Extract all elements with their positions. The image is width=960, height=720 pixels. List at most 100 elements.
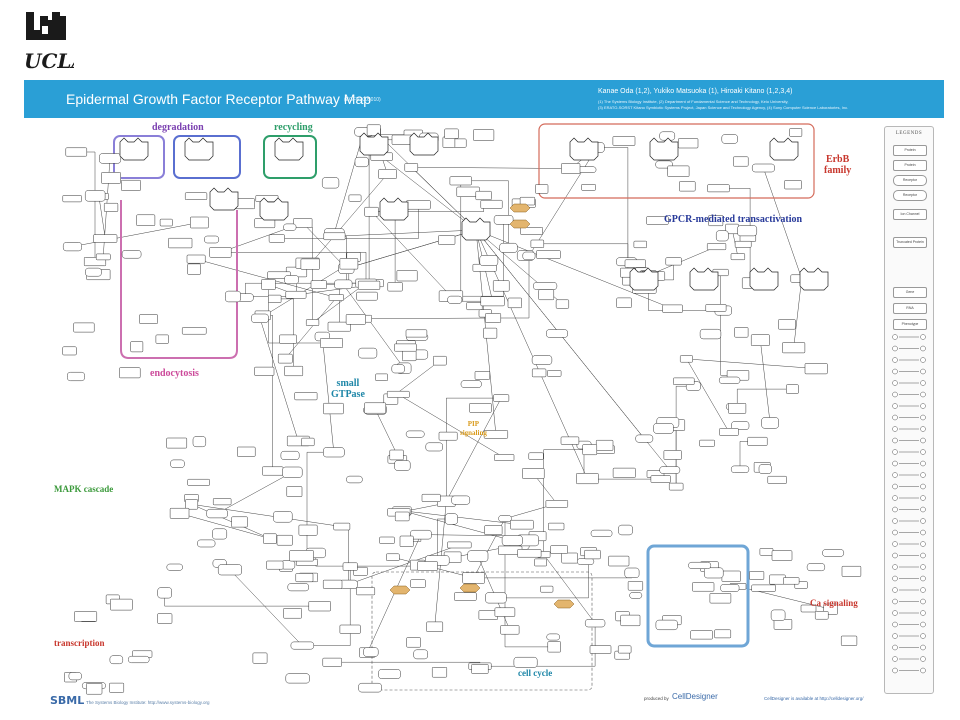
- protein-node: [305, 319, 320, 326]
- poster-banner: Epidermal Growth Factor Receptor Pathway…: [24, 80, 944, 118]
- protein-node: [67, 371, 85, 382]
- reaction-edge: [164, 592, 320, 607]
- protein-node: [483, 430, 509, 439]
- protein-node: [494, 454, 515, 461]
- protein-node: [679, 181, 696, 192]
- protein-node: [237, 446, 256, 457]
- reaction-edge: [322, 336, 335, 453]
- legend-symbol: [920, 552, 926, 559]
- protein-node: [616, 297, 632, 308]
- receptor-dimer-node: [379, 197, 409, 221]
- legend-symbol: [920, 518, 926, 524]
- protein-node: [485, 313, 502, 323]
- protein-node: [493, 394, 510, 402]
- protein-node: [293, 218, 313, 228]
- protein-node: [547, 370, 562, 377]
- legend-symbol: [892, 587, 898, 593]
- protein-node: [500, 625, 520, 635]
- reaction-edge: [302, 566, 351, 646]
- protein-node: [186, 254, 206, 264]
- cell-cycle-compartment: [371, 571, 593, 691]
- protein-nodes: [62, 124, 862, 695]
- reaction-edge: [285, 297, 337, 359]
- reaction-edge: [341, 526, 349, 585]
- protein-node: [719, 428, 739, 436]
- protein-node: [387, 282, 403, 292]
- reaction-edge: [401, 510, 522, 525]
- protein-node: [184, 192, 208, 200]
- protein-node: [62, 195, 82, 203]
- protein-node: [721, 134, 738, 144]
- protein-node: [751, 584, 776, 592]
- protein-node: [285, 290, 307, 299]
- protein-node: [469, 403, 492, 413]
- protein-node: [688, 561, 712, 569]
- protein-node: [749, 571, 765, 580]
- receptor-dimer-node: [461, 217, 491, 241]
- protein-node: [192, 436, 207, 448]
- protein-node: [378, 169, 397, 179]
- reaction-edge: [220, 252, 367, 284]
- protein-node: [679, 355, 693, 363]
- protein-node: [217, 564, 242, 576]
- protein-node: [254, 366, 275, 376]
- legend-symbol: [892, 460, 898, 467]
- logo-text: UCLA: [24, 49, 74, 72]
- legend-symbol: [892, 667, 898, 674]
- protein-node: [840, 635, 858, 646]
- protein-node: [85, 267, 102, 277]
- protein-node: [276, 534, 293, 546]
- protein-node: [396, 270, 418, 282]
- protein-node: [285, 673, 310, 684]
- protein-node: [663, 450, 682, 460]
- protein-node: [804, 363, 828, 375]
- protein-node: [68, 672, 82, 681]
- reaction-edge: [648, 246, 717, 276]
- legend-symbol: [920, 495, 926, 501]
- protein-node: [405, 430, 425, 438]
- legend-symbol: [920, 472, 926, 478]
- protein-node: [548, 522, 565, 531]
- protein-node: [733, 156, 749, 167]
- protein-node: [426, 621, 444, 632]
- receptor-dimer-node: [799, 267, 829, 291]
- receptor-dimer-node: [119, 137, 149, 161]
- reaction-edge: [346, 229, 477, 269]
- legend-symbol: [892, 598, 898, 605]
- protein-node: [289, 550, 314, 562]
- protein-node: [806, 563, 826, 572]
- reaction-edge: [310, 173, 388, 265]
- reaction-edge: [446, 397, 502, 502]
- protein-node: [322, 657, 342, 667]
- protein-node: [323, 402, 344, 415]
- legend-symbol: [920, 368, 926, 375]
- protein-node: [295, 573, 314, 583]
- protein-node: [364, 402, 387, 414]
- receptor-dimer-node: [689, 267, 719, 291]
- receptor-dimer-node: [749, 267, 779, 291]
- reaction-edge: [371, 211, 452, 297]
- protein-node: [769, 574, 786, 585]
- protein-node: [475, 190, 492, 201]
- protein-node: [789, 128, 803, 137]
- protein-node: [715, 230, 729, 242]
- reaction-edge: [720, 272, 738, 376]
- protein-node: [320, 338, 343, 348]
- protein-node: [466, 302, 483, 311]
- protein-node: [109, 655, 124, 665]
- protein-node: [286, 486, 303, 497]
- protein-node: [767, 475, 787, 484]
- protein-node: [650, 475, 671, 483]
- ca-signaling-compartment: [646, 544, 750, 648]
- phenotype-node: [459, 583, 481, 593]
- protein-node: [394, 343, 417, 352]
- protein-node: [110, 598, 133, 611]
- protein-node: [480, 296, 505, 307]
- legend-item: Gene: [893, 287, 927, 298]
- legend-symbol: [892, 541, 898, 547]
- protein-node: [673, 377, 695, 385]
- protein-node: [665, 257, 682, 266]
- protein-node: [545, 500, 569, 508]
- legend-symbol: [920, 529, 926, 536]
- footer-availability: CellDesigner is available at http://cell…: [764, 696, 864, 701]
